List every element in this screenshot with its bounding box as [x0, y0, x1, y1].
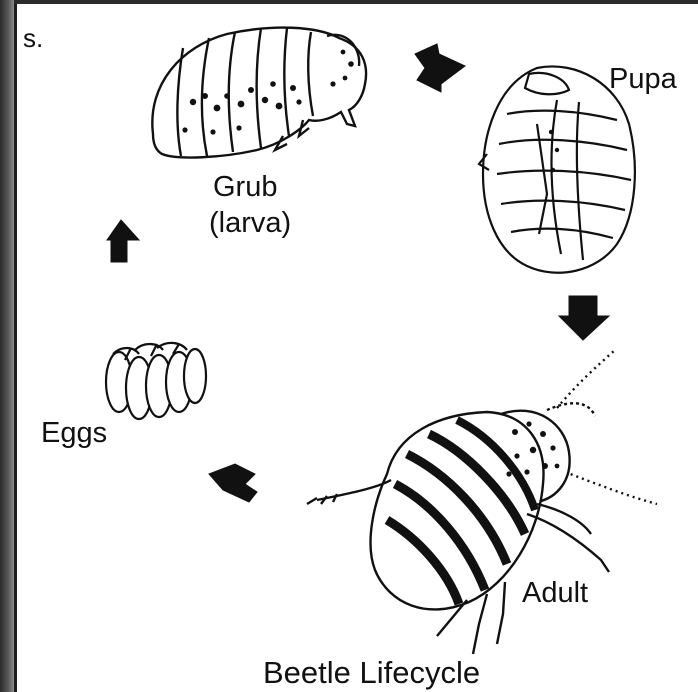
- eggs-icon: [106, 343, 206, 419]
- diagram-page: s. Grub (larva) Pupa Eggs Adult Beetle L…: [14, 4, 698, 692]
- arrow-grub-to-pupa-icon: [415, 44, 465, 92]
- larva-label: (larva): [209, 208, 291, 240]
- arrow-pupa-to-adult-icon: [559, 296, 609, 340]
- arrow-eggs-to-grub-icon: [107, 220, 139, 262]
- clipped-text-fragment: s.: [23, 24, 43, 53]
- pupa-label: Pupa: [609, 64, 677, 96]
- grub-label: Grub: [213, 172, 277, 204]
- adult-beetle-icon: [307, 350, 657, 654]
- grub-icon: [152, 28, 366, 158]
- diagram-caption: Beetle Lifecycle: [263, 656, 480, 690]
- eggs-label: Eggs: [41, 418, 107, 450]
- lifecycle-artwork: [17, 4, 698, 692]
- window-frame-left: [0, 0, 14, 692]
- arrow-adult-to-eggs-icon: [209, 464, 257, 502]
- pupa-icon: [479, 66, 635, 272]
- adult-label: Adult: [522, 578, 588, 610]
